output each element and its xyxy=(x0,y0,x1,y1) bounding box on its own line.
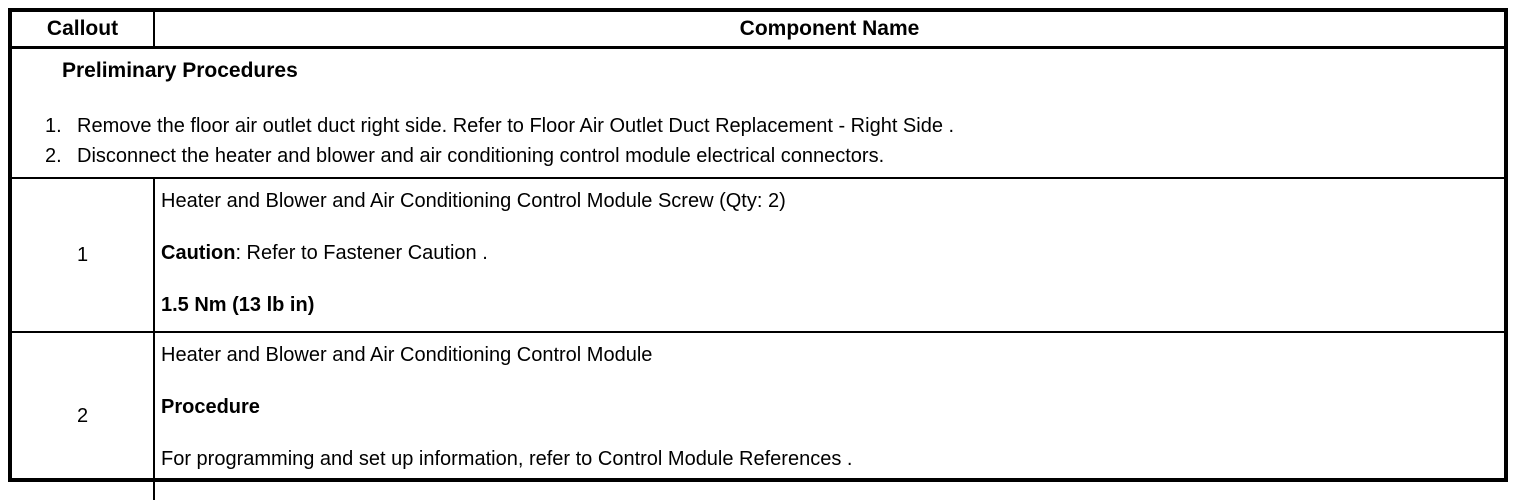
line-bold-segment: 1.5 Nm (13 lb in) xyxy=(161,294,315,316)
component-cell: Heater and Blower and Air Conditioning C… xyxy=(155,179,1504,331)
list-item-text: Remove the floor air outlet duct right s… xyxy=(77,111,1484,141)
component-line: Heater and Blower and Air Conditioning C… xyxy=(161,344,1492,366)
line-text-segment: For programming and set up information, … xyxy=(161,448,598,470)
component-line: 1.5 Nm (13 lb in) xyxy=(161,294,1492,316)
reference-link[interactable]: Control Module References xyxy=(597,448,842,470)
component-line: Caution: Refer to Fastener Caution . xyxy=(161,242,1492,264)
reference-link[interactable]: Floor Air Outlet Duct Replacement - Righ… xyxy=(529,115,943,137)
list-item: 1. Remove the floor air outlet duct righ… xyxy=(12,111,1484,141)
line-bold-segment: Procedure xyxy=(161,396,260,418)
line-bold-segment: Caution xyxy=(161,242,236,264)
reference-link[interactable]: Fastener Caution xyxy=(323,242,477,264)
list-item-text: Disconnect the heater and blower and air… xyxy=(77,141,1484,171)
preliminary-procedures-section: Preliminary Procedures 1. Remove the flo… xyxy=(12,49,1504,179)
line-text-segment: Heater and Blower and Air Conditioning C… xyxy=(161,344,653,366)
table-row: 2 Heater and Blower and Air Conditioning… xyxy=(12,333,1504,500)
step-text-segment: Disconnect the heater and blower and air… xyxy=(77,145,885,167)
component-cell: Heater and Blower and Air Conditioning C… xyxy=(155,333,1504,500)
list-item: 2. Disconnect the heater and blower and … xyxy=(12,141,1484,171)
callout-cell: 1 xyxy=(12,179,155,331)
callout-cell: 2 xyxy=(12,333,155,500)
line-text-segment: . xyxy=(476,242,488,264)
header-callout: Callout xyxy=(12,12,155,46)
component-line: Procedure xyxy=(161,396,1492,418)
component-line: Heater and Blower and Air Conditioning C… xyxy=(161,190,1492,212)
step-text-segment: Remove the floor air outlet duct right s… xyxy=(77,115,530,137)
line-text-segment: : Refer to xyxy=(235,242,324,264)
table-row: 1 Heater and Blower and Air Conditioning… xyxy=(12,179,1504,333)
preliminary-steps-list: 1. Remove the floor air outlet duct righ… xyxy=(12,111,1484,171)
line-text-segment: . xyxy=(841,448,853,470)
table-header-row: Callout Component Name xyxy=(12,12,1504,49)
list-item-number: 1. xyxy=(45,115,62,137)
line-text-segment: Heater and Blower and Air Conditioning C… xyxy=(161,190,786,212)
list-item-number: 2. xyxy=(45,145,62,167)
component-line: For programming and set up information, … xyxy=(161,448,1492,470)
step-text-segment: . xyxy=(942,115,955,137)
component-callout-table: Callout Component Name Preliminary Proce… xyxy=(8,8,1508,500)
header-component-name: Component Name xyxy=(739,17,920,40)
preliminary-title: Preliminary Procedures xyxy=(62,59,298,82)
